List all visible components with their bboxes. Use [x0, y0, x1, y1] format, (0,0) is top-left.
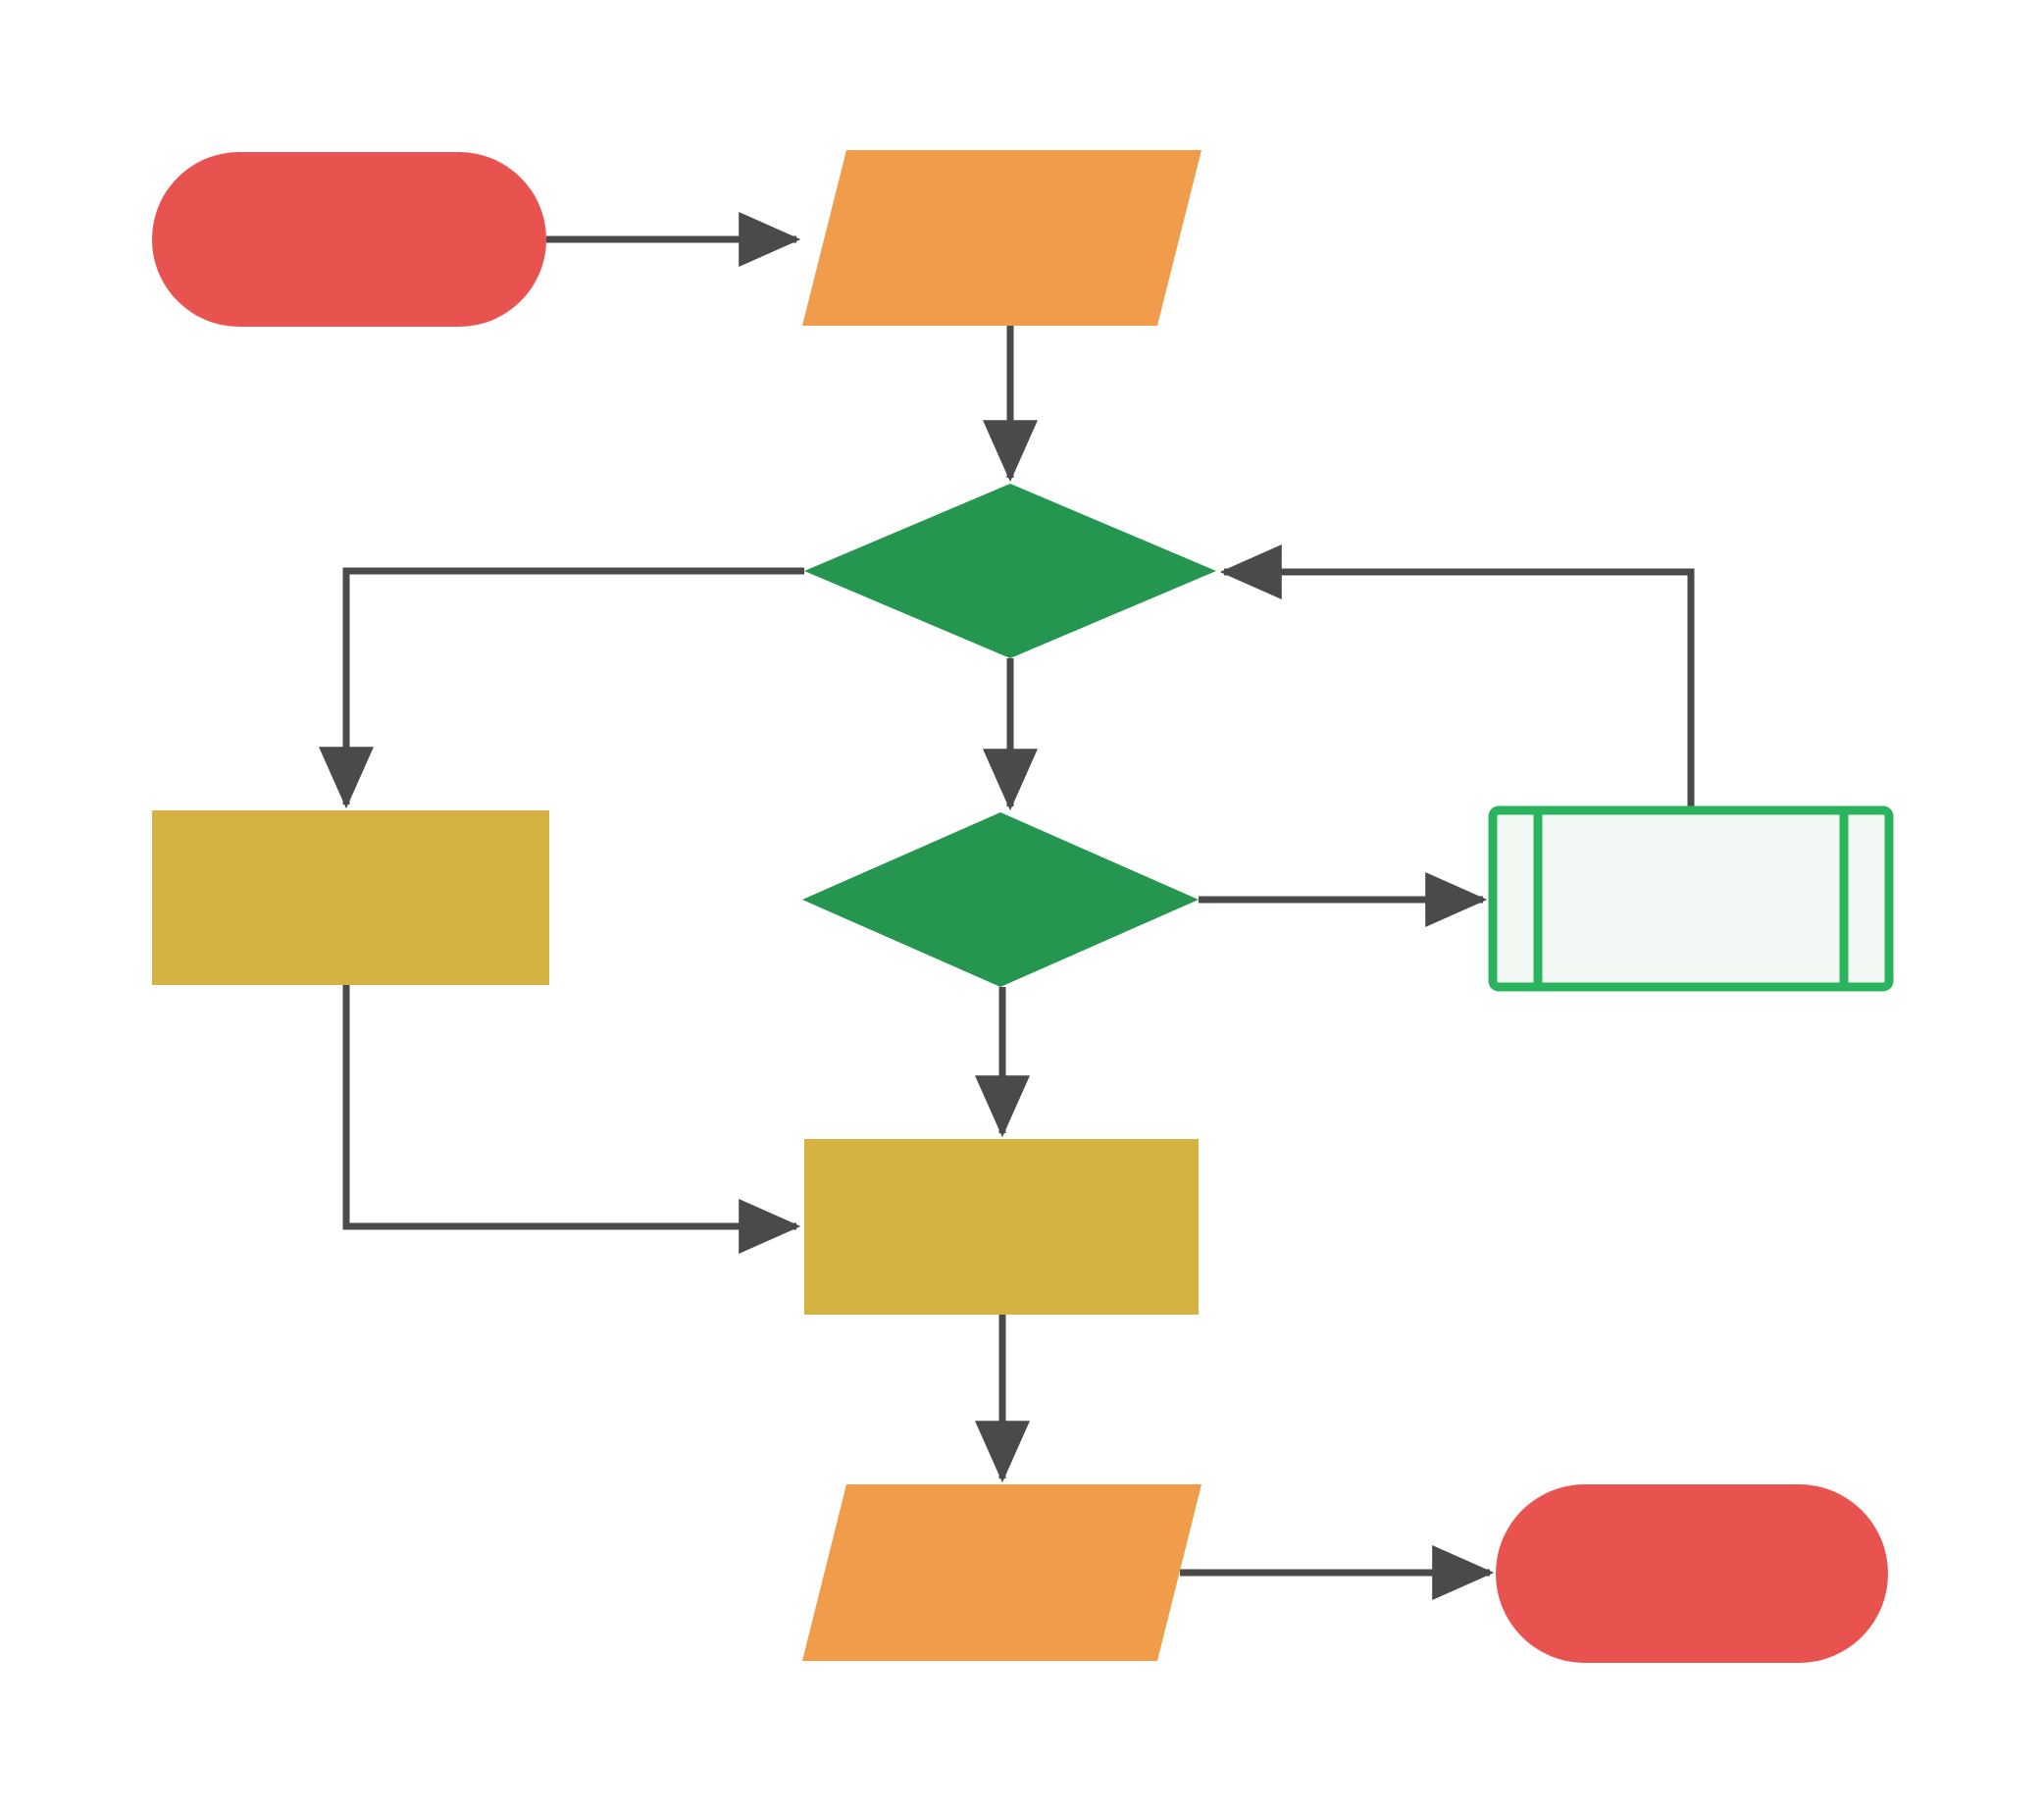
edge-decision1-to-process-left: [319, 567, 804, 809]
start-terminator-shape[interactable]: [152, 152, 546, 327]
process-middle-shape[interactable]: [804, 1139, 1199, 1315]
node-process-middle[interactable]: [804, 1139, 1199, 1315]
node-output-io[interactable]: [802, 1484, 1201, 1661]
decision-secondary-shape[interactable]: [802, 812, 1199, 987]
edge-subroutine-to-decision1: [1219, 544, 1695, 806]
input-io-shape[interactable]: [802, 150, 1201, 326]
node-input-io[interactable]: [802, 150, 1201, 326]
node-start-terminator[interactable]: [152, 152, 546, 327]
node-end-terminator[interactable]: [1496, 1484, 1888, 1663]
node-process-left[interactable]: [152, 810, 549, 985]
output-io-shape[interactable]: [802, 1484, 1201, 1661]
node-decision-primary[interactable]: [804, 484, 1216, 658]
node-decision-secondary[interactable]: [802, 812, 1199, 987]
node-subroutine-process[interactable]: [1488, 805, 1894, 992]
process-left-shape[interactable]: [152, 810, 549, 985]
subroutine-process-shape[interactable]: [1488, 805, 1894, 992]
end-terminator-shape[interactable]: [1496, 1484, 1888, 1663]
nodes-layer: [152, 150, 1894, 1663]
decision-primary-shape[interactable]: [804, 484, 1216, 658]
edge-process-left-to-process-mid: [342, 985, 801, 1254]
edges-layer: [319, 212, 1695, 1600]
